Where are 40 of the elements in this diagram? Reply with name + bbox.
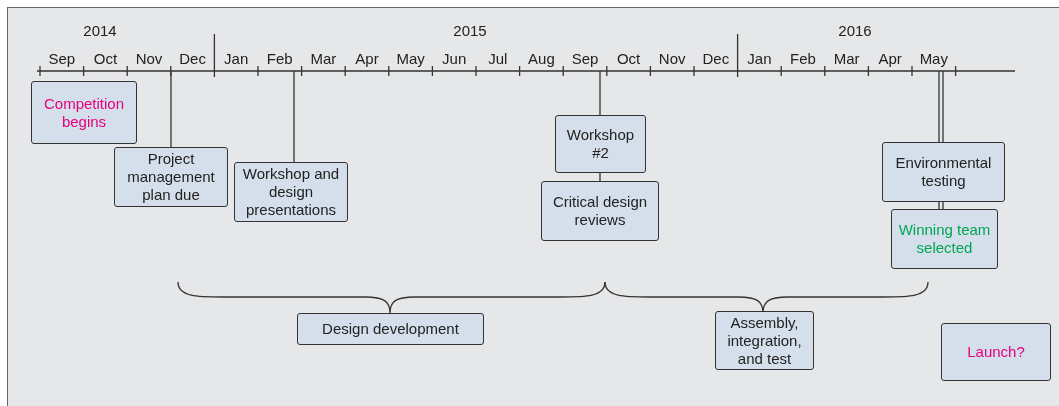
month-label: Dec: [702, 50, 730, 68]
month-label: Oct: [93, 50, 118, 68]
month-label: Jun: [442, 50, 467, 68]
month-label: Jan: [747, 50, 772, 68]
month-label: Dec: [179, 50, 206, 68]
leader-line: [293, 70, 295, 163]
month-label: May: [919, 50, 948, 68]
month-label: Jan: [224, 50, 249, 68]
leader-line: [599, 172, 601, 182]
leader-line: [938, 201, 944, 210]
leader-line: [170, 70, 172, 148]
month-label: Apr: [355, 50, 379, 68]
month-label: Jul: [488, 50, 508, 68]
event-box: Workshop and design presentations: [234, 162, 348, 222]
event-box: Winning team selected: [891, 209, 998, 269]
year-label: 2016: [838, 22, 872, 40]
month-label: Feb: [790, 50, 816, 68]
event-box: Design development: [297, 313, 484, 345]
event-box: Assembly, integration, and test: [715, 311, 814, 370]
year-label: 2014: [83, 22, 117, 40]
month-label: Sep: [571, 50, 599, 68]
month-label: Mar: [833, 50, 860, 68]
month-label: Apr: [878, 50, 902, 68]
month-label: Nov: [658, 50, 686, 68]
event-box: Project management plan due: [114, 147, 228, 207]
event-box: Critical design reviews: [541, 181, 659, 241]
month-label: Oct: [616, 50, 641, 68]
month-label: Nov: [135, 50, 163, 68]
event-box: Launch?: [941, 323, 1051, 381]
event-box: Competition begins: [31, 81, 137, 144]
month-label: Mar: [310, 50, 337, 68]
month-label: May: [396, 50, 425, 68]
month-label: Feb: [266, 50, 293, 68]
event-box: Workshop #2: [555, 115, 646, 173]
month-label: Sep: [48, 50, 76, 68]
event-box: Environmental testing: [882, 142, 1005, 202]
leader-line: [938, 70, 944, 143]
month-label: Aug: [528, 50, 555, 68]
leader-line: [599, 70, 601, 116]
year-label: 2015: [453, 22, 487, 40]
